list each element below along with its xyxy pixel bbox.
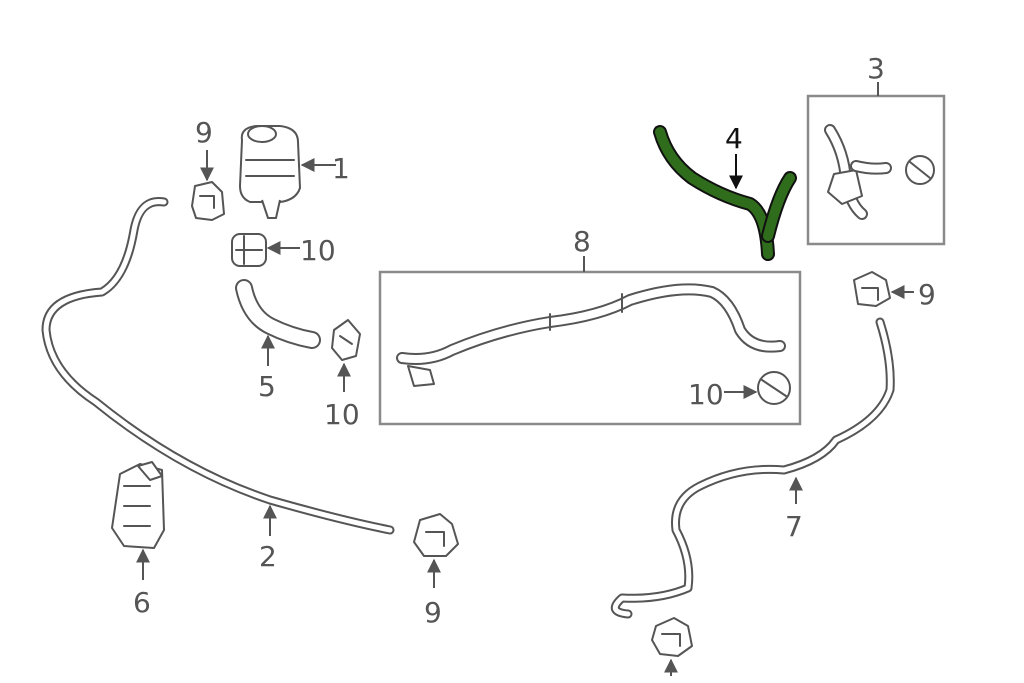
part-10-clamp-box[interactable]	[757, 371, 791, 405]
part-10-clamp-upper[interactable]	[231, 233, 267, 267]
callout-7: 7	[785, 510, 803, 543]
part-9-clip-upper-left[interactable]	[191, 181, 225, 221]
callout-6: 6	[133, 586, 151, 619]
part-6-bracket[interactable]	[111, 461, 165, 549]
callout-1: 1	[332, 152, 350, 185]
part-9-clip-lower[interactable]	[413, 513, 459, 557]
callout-10-mid: 10	[324, 398, 360, 431]
callout-8: 8	[573, 225, 591, 258]
part-9-clip-bottom[interactable]	[651, 617, 693, 657]
part-4-highlighted-hose[interactable]	[653, 125, 797, 261]
part-8-hose-assembly-box[interactable]	[378, 270, 802, 426]
callout-9-right: 9	[918, 278, 936, 311]
callout-4: 4	[725, 122, 743, 155]
part-5-hose[interactable]	[235, 279, 321, 349]
part-2-long-hose[interactable]	[41, 197, 395, 535]
callout-3: 3	[867, 52, 885, 85]
callout-9-lower: 9	[424, 596, 442, 629]
part-7-long-hose[interactable]	[610, 317, 895, 619]
callout-10-box: 10	[688, 378, 724, 411]
callout-9-upper-left: 9	[195, 116, 213, 149]
part-10-clamp-mid[interactable]	[331, 319, 361, 361]
callout-2: 2	[259, 540, 277, 573]
part-1-water-pump[interactable]	[239, 125, 301, 219]
callout-5: 5	[258, 370, 276, 403]
callout-10-upper: 10	[300, 234, 336, 267]
part-3-connector-box[interactable]	[806, 94, 946, 246]
part-9-clip-right[interactable]	[853, 271, 891, 307]
